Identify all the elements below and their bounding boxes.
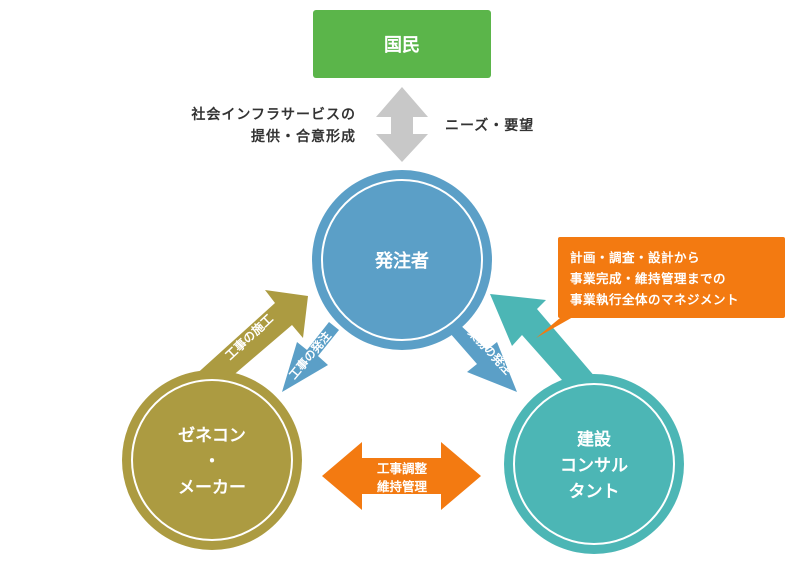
consultant-label-line1: 建設 (577, 429, 612, 450)
construction-order-arrow: 工事の発注 (282, 322, 339, 392)
management-callout (536, 237, 785, 338)
coordination-label-line1: 工事調整 (377, 461, 428, 476)
contractor-label-line2: ・ (204, 452, 221, 472)
service-provision-line2: 提供・合意形成 (251, 129, 356, 145)
client-circle: 発注者 (312, 170, 492, 350)
citizens-label: 国民 (384, 35, 420, 56)
client-label: 発注者 (374, 250, 429, 272)
coordination-double-arrow: 工事調整 維持管理 (322, 442, 481, 510)
contractor-label-line3: メーカー (178, 478, 246, 498)
needs-caption-text: ニーズ・要望 (445, 118, 535, 134)
management-callout-text: 計画・調査・設計から 事業完成・維持管理までの 事業執行全体のマネジメント (570, 247, 782, 310)
consultant-label-line3: タント (569, 482, 620, 502)
consultant-label-line2: コンサル (560, 456, 628, 476)
callout-line3: 事業執行全体のマネジメント (570, 292, 740, 307)
coordination-label-line2: 維持管理 (377, 479, 428, 494)
consultant-circle: 建設 コンサル タント (504, 374, 684, 554)
citizens-double-arrow (376, 87, 428, 162)
callout-line2: 事業完成・維持管理までの (570, 271, 727, 286)
service-provision-caption: 社会インフラサービスの 提供・合意形成 (191, 104, 356, 148)
contractor-label-line1: ゼネコン (178, 425, 246, 446)
consultant-arrow (490, 294, 596, 398)
contractor-circle: ゼネコン ・ メーカー (122, 370, 302, 550)
service-provision-line1: 社会インフラサービスの (191, 107, 356, 123)
citizens-box: 国民 (313, 10, 491, 78)
needs-caption: ニーズ・要望 (445, 115, 534, 137)
callout-line1: 計画・調査・設計から (570, 250, 701, 265)
